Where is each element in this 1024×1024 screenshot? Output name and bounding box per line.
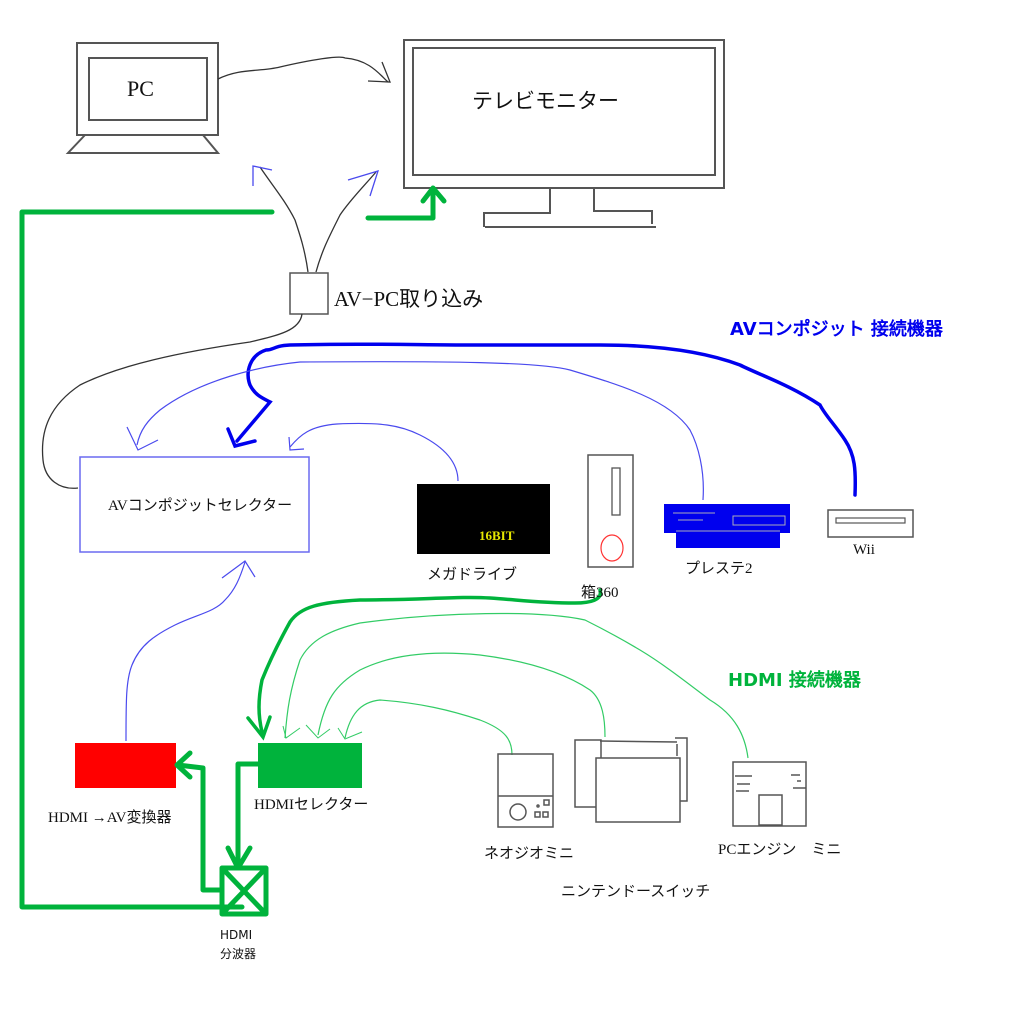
megadrive-arrowhead bbox=[288, 436, 305, 451]
converter-arrowhead bbox=[221, 560, 256, 579]
capture-to-pc-arrowhead bbox=[252, 165, 273, 186]
pce-mini-label: PCエンジン ミニ bbox=[718, 842, 842, 858]
megadrive-badge: 16BIT bbox=[479, 528, 515, 543]
pc-to-tv-cable bbox=[217, 56, 389, 83]
pc-label: PC bbox=[127, 76, 154, 101]
pc-laptop-icon bbox=[65, 42, 221, 154]
converter-to-selector-cable bbox=[125, 561, 246, 742]
xbox360-arrowhead bbox=[246, 715, 272, 741]
wii-console-icon bbox=[827, 509, 914, 538]
tv-input-arrowhead bbox=[420, 185, 447, 204]
hdmi-splitter-label-line2: 分波器 bbox=[220, 947, 257, 961]
capture-to-tv-cable bbox=[315, 171, 377, 273]
megadrive-to-selector-cable bbox=[289, 422, 459, 482]
pce-mini-to-selector-cable bbox=[284, 612, 749, 759]
ps2-to-selector-cable bbox=[136, 361, 704, 501]
neogeo-mini-console-icon bbox=[497, 753, 554, 828]
xbox360-to-hdmi-selector-cable bbox=[257, 588, 603, 734]
switch-label: ニンテンドースイッチ bbox=[561, 884, 711, 900]
converter-input-arrowhead bbox=[174, 750, 193, 780]
tv-input-green-cable bbox=[365, 187, 436, 221]
wii-to-selector-cable bbox=[235, 342, 858, 497]
pc-to-tv-arrowhead bbox=[367, 61, 391, 83]
nintendo-switch-console-icon bbox=[574, 737, 688, 823]
wii-label: Wii bbox=[853, 542, 875, 558]
ps2-arrowhead bbox=[126, 426, 159, 451]
xbox360-console-icon bbox=[587, 454, 634, 568]
pce-mini-console-icon bbox=[732, 761, 807, 827]
xbox360-label: 箱360 bbox=[581, 585, 619, 601]
megadrive-console-icon bbox=[417, 484, 550, 554]
splitter-to-tv-cable bbox=[19, 209, 275, 910]
hdmi-splitter-icon bbox=[219, 865, 269, 917]
switch-to-selector-cable bbox=[317, 652, 606, 738]
tv-label: テレビモニター bbox=[472, 89, 619, 113]
neogeo-to-selector-cable bbox=[344, 699, 513, 756]
hdmi-selector-box bbox=[258, 743, 362, 788]
megadrive-label: メガドライブ bbox=[427, 567, 518, 583]
hdmi-av-converter-box bbox=[75, 743, 176, 788]
hdmi-splitter-label-line1: HDMI bbox=[220, 928, 253, 942]
av-selector-box bbox=[79, 456, 310, 553]
ps2-console-icon bbox=[664, 504, 790, 548]
capture-label: AV−PC取り込み bbox=[334, 287, 484, 311]
splitter-to-converter-cable bbox=[175, 762, 223, 893]
av-selector-label: AVコンポジットセレクター bbox=[108, 498, 293, 514]
ps2-label: プレステ2 bbox=[685, 561, 753, 577]
hdmi-section-title: HDMI 接続機器 bbox=[728, 670, 861, 691]
capture-to-pc-cable bbox=[259, 166, 309, 273]
neogeo-mini-label: ネオジオミニ bbox=[484, 846, 575, 862]
capture-to-selector-cable bbox=[41, 313, 303, 489]
wii-arrowhead bbox=[226, 427, 257, 449]
selector-input-arrowheads bbox=[282, 724, 363, 740]
av-section-title: AVコンポジット 接続機器 bbox=[730, 319, 943, 340]
hdmi-selector-to-splitter-cable bbox=[235, 761, 261, 865]
hdmi-selector-label: HDMIセレクター bbox=[254, 797, 369, 813]
capture-device-icon bbox=[289, 272, 329, 315]
tv-monitor-icon bbox=[403, 39, 725, 228]
hdmi-av-converter-label: HDMI →AV変換器 bbox=[48, 810, 172, 826]
capture-to-tv-arrowhead bbox=[347, 170, 379, 197]
